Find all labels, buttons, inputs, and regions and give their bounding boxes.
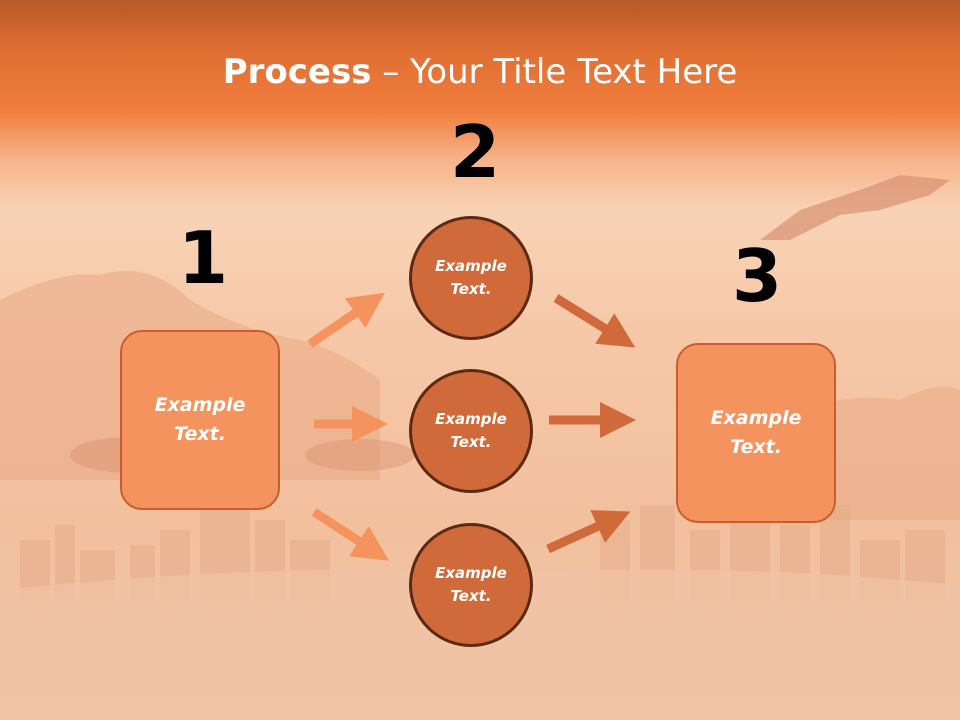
slide-title: Process – Your Title Text Here xyxy=(0,52,960,92)
step-1-box[interactable]: Example Text. xyxy=(120,330,280,510)
circle-bottom-line1: Example xyxy=(435,564,507,582)
circle-middle-line1: Example xyxy=(435,410,507,428)
title-bold: Process xyxy=(222,52,372,92)
step-number-3: 3 xyxy=(732,234,783,318)
step-3-box[interactable]: Example Text. xyxy=(676,343,836,523)
circle-bottom-line2: Text. xyxy=(450,587,492,605)
step-number-1: 1 xyxy=(178,216,229,300)
circle-top-line1: Example xyxy=(435,257,507,275)
title-rest: – Your Title Text Here xyxy=(371,52,738,92)
step-2-circle-top[interactable]: Example Text. xyxy=(409,216,533,340)
step-3-line2: Text. xyxy=(730,436,782,458)
circle-top-line2: Text. xyxy=(450,280,492,298)
step-3-line1: Example xyxy=(710,407,802,429)
step-1-line2: Text. xyxy=(174,423,226,445)
step-2-circle-middle[interactable]: Example Text. xyxy=(409,369,533,493)
step-1-line1: Example xyxy=(154,394,246,416)
step-2-circle-bottom[interactable]: Example Text. xyxy=(409,523,533,647)
circle-middle-line2: Text. xyxy=(450,433,492,451)
step-number-2: 2 xyxy=(450,110,501,194)
